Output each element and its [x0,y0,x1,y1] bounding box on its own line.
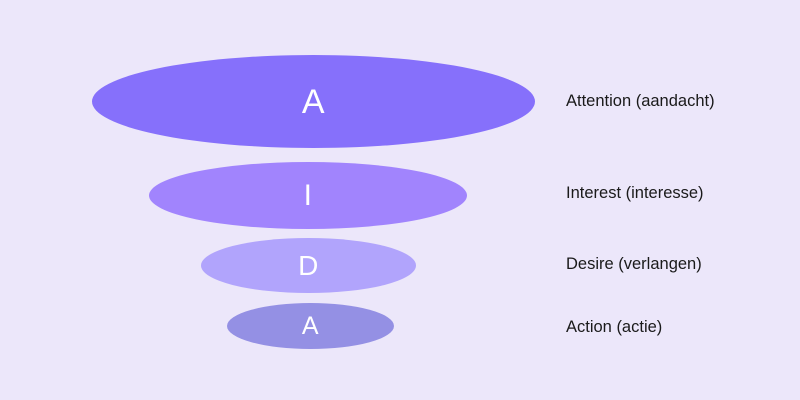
funnel-letter-interest: I [303,178,313,212]
funnel-ellipse-attention[interactable]: A [92,55,535,148]
funnel-ellipse-interest[interactable]: I [149,162,467,229]
funnel-label-attention: Attention (aandacht) [566,91,715,110]
funnel-letter-desire: D [298,249,319,281]
funnel-letter-action: A [301,311,320,340]
funnel-label-interest: Interest (interesse) [566,183,704,202]
funnel-label-action: Action (actie) [566,317,663,336]
funnel-label-desire: Desire (verlangen) [566,254,702,273]
funnel-ellipse-desire[interactable]: D [201,238,416,293]
funnel-letter-attention: A [301,82,326,121]
funnel-ellipse-action[interactable]: A [227,303,394,349]
